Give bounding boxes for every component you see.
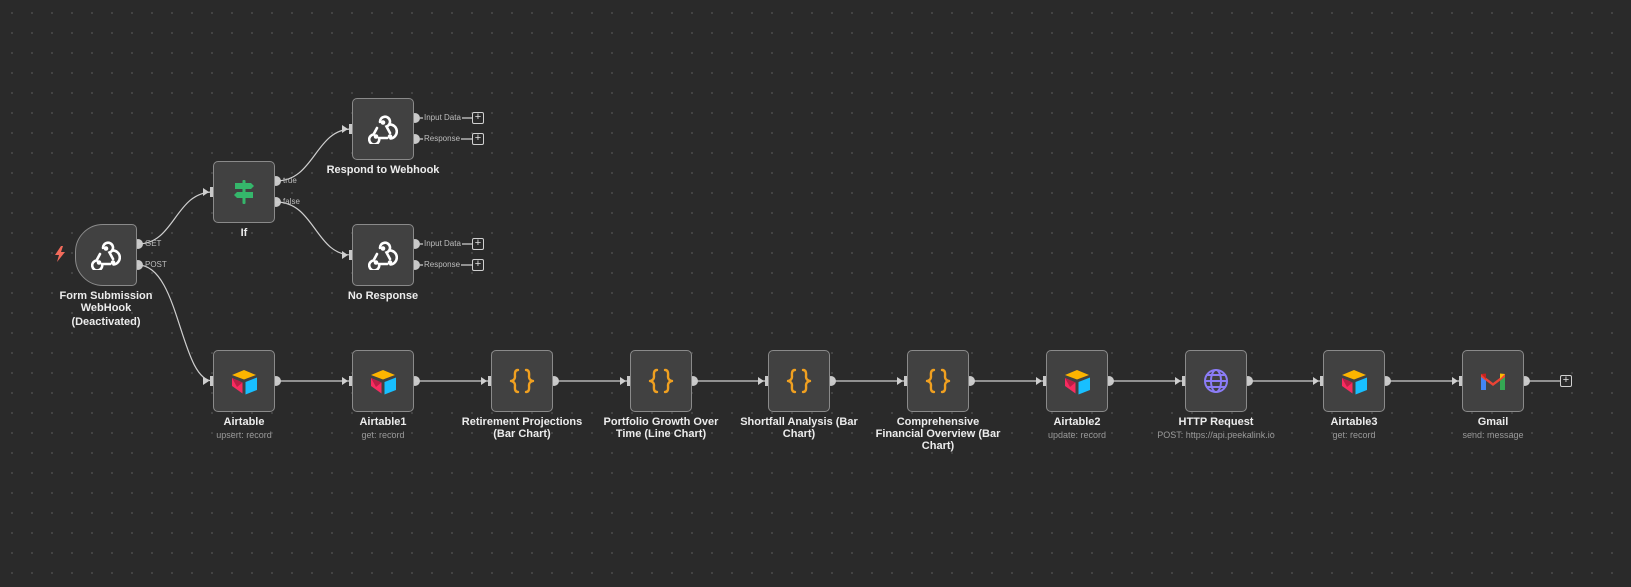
portfolio-growth-over-time-line-chart-node[interactable] xyxy=(630,350,692,412)
http-request-title: HTTP Request xyxy=(1178,416,1254,428)
airtable-title: Airtable xyxy=(223,416,265,428)
if-title: If xyxy=(240,227,248,239)
airtable3-input-port[interactable] xyxy=(1320,376,1323,386)
if-input-port[interactable] xyxy=(210,187,213,197)
code-braces-icon xyxy=(923,366,953,396)
airtable3-input-arrow xyxy=(1313,377,1319,385)
http-request-node[interactable] xyxy=(1185,350,1247,412)
gmail-node[interactable] xyxy=(1462,350,1524,412)
portfolio-growth-over-time-line-chart-input-arrow xyxy=(620,377,626,385)
shortfall-analysis-bar-chart-input-port[interactable] xyxy=(765,376,768,386)
code-braces-icon xyxy=(646,366,676,396)
no-response-add-button-0[interactable]: + xyxy=(472,238,484,250)
respond-to-webhook-output-label-0: Input Data xyxy=(423,113,462,123)
airtable-input-arrow xyxy=(203,377,209,385)
form-submission-webhook-title: Form Submission WebHook xyxy=(59,290,153,314)
gmail-add-button[interactable]: + xyxy=(1560,375,1572,387)
shortfall-analysis-bar-chart-input-arrow xyxy=(758,377,764,385)
airtable-subtitle: upsert: record xyxy=(216,430,272,440)
gmail-title: Gmail xyxy=(1477,416,1509,428)
gmail-subtitle: send: message xyxy=(1462,430,1524,440)
airtable-icon xyxy=(368,366,398,396)
form-submission-webhook-status: (Deactivated) xyxy=(71,316,141,328)
airtable-icon xyxy=(229,366,259,396)
form-submission-webhook-node[interactable] xyxy=(75,224,137,286)
airtable1-input-arrow xyxy=(342,377,348,385)
shortfall-analysis-bar-chart-title: Shortfall Analysis (Bar Chart) xyxy=(740,416,858,440)
no-response-output-label-0: Input Data xyxy=(423,239,462,249)
airtable1-title: Airtable1 xyxy=(359,416,407,428)
airtable-icon xyxy=(1339,366,1369,396)
wire-false-to-no-response xyxy=(275,201,353,256)
wire-get-to-if-arrow xyxy=(203,188,209,196)
airtable-icon xyxy=(1062,366,1092,396)
wire-post-to-airtable xyxy=(137,264,214,382)
trigger-output-get-label: GET xyxy=(145,239,162,248)
webhook-icon xyxy=(91,240,121,270)
respond-input-port[interactable] xyxy=(349,124,352,134)
retirement-projections-bar-chart-input-arrow xyxy=(481,377,487,385)
no-response-title: No Response xyxy=(347,290,419,302)
gmail-input-arrow xyxy=(1452,377,1458,385)
comprehensive-financial-overview-bar-chart-input-arrow xyxy=(897,377,903,385)
no-response-node[interactable] xyxy=(352,224,414,286)
airtable1-node[interactable] xyxy=(352,350,414,412)
respond-to-webhook-add-button-1[interactable]: + xyxy=(472,133,484,145)
respond-to-webhook-node[interactable] xyxy=(352,98,414,160)
airtable2-node[interactable] xyxy=(1046,350,1108,412)
airtable1-subtitle: get: record xyxy=(361,430,405,440)
trigger-bolt-icon xyxy=(55,246,65,262)
wire-true-to-respond xyxy=(275,128,353,182)
respond-to-webhook-title: Respond to Webhook xyxy=(326,164,440,176)
gmail-icon xyxy=(1478,366,1508,396)
http-request-input-arrow xyxy=(1175,377,1181,385)
respond-to-webhook-output-label-1: Response xyxy=(423,134,462,144)
signpost-icon xyxy=(229,177,259,207)
shortfall-analysis-bar-chart-node[interactable] xyxy=(768,350,830,412)
airtable3-node[interactable] xyxy=(1323,350,1385,412)
if-output-true-label: true xyxy=(283,176,297,185)
airtable2-subtitle: update: record xyxy=(1047,430,1107,440)
comprehensive-financial-overview-bar-chart-title: Comprehensive Financial Overview (Bar Ch… xyxy=(875,416,1001,452)
retirement-projections-bar-chart-node[interactable] xyxy=(491,350,553,412)
http-request-input-port[interactable] xyxy=(1182,376,1185,386)
portfolio-growth-over-time-line-chart-title: Portfolio Growth Over Time (Line Chart) xyxy=(603,416,719,440)
wire-get-to-if xyxy=(137,191,214,245)
wire-false-arrow xyxy=(342,251,348,259)
no-response-output-label-1: Response xyxy=(423,260,462,270)
no-response-add-button-1[interactable]: + xyxy=(472,259,484,271)
respond-to-webhook-add-button-0[interactable]: + xyxy=(472,112,484,124)
airtable-node[interactable] xyxy=(213,350,275,412)
if-output-false-label: false xyxy=(283,197,300,206)
trigger-output-post-label: POST xyxy=(145,260,167,269)
airtable-input-port[interactable] xyxy=(210,376,213,386)
portfolio-growth-over-time-line-chart-input-port[interactable] xyxy=(627,376,630,386)
airtable2-title: Airtable2 xyxy=(1053,416,1101,428)
airtable1-input-port[interactable] xyxy=(349,376,352,386)
retirement-projections-bar-chart-title: Retirement Projections (Bar Chart) xyxy=(461,416,583,440)
airtable3-title: Airtable3 xyxy=(1330,416,1378,428)
comprehensive-financial-overview-bar-chart-input-port[interactable] xyxy=(904,376,907,386)
retirement-projections-bar-chart-input-port[interactable] xyxy=(488,376,491,386)
globe-icon xyxy=(1201,366,1231,396)
http-request-subtitle: POST: https://api.peekalink.io xyxy=(1157,430,1275,440)
code-braces-icon xyxy=(507,366,537,396)
gmail-input-port[interactable] xyxy=(1459,376,1462,386)
webhook-icon xyxy=(368,240,398,270)
airtable2-input-port[interactable] xyxy=(1043,376,1046,386)
comprehensive-financial-overview-bar-chart-node[interactable] xyxy=(907,350,969,412)
airtable3-subtitle: get: record xyxy=(1332,430,1376,440)
if-node[interactable] xyxy=(213,161,275,223)
airtable2-input-arrow xyxy=(1036,377,1042,385)
no-response-input-port[interactable] xyxy=(349,250,352,260)
code-braces-icon xyxy=(784,366,814,396)
webhook-icon xyxy=(368,114,398,144)
wire-true-arrow xyxy=(342,125,348,133)
